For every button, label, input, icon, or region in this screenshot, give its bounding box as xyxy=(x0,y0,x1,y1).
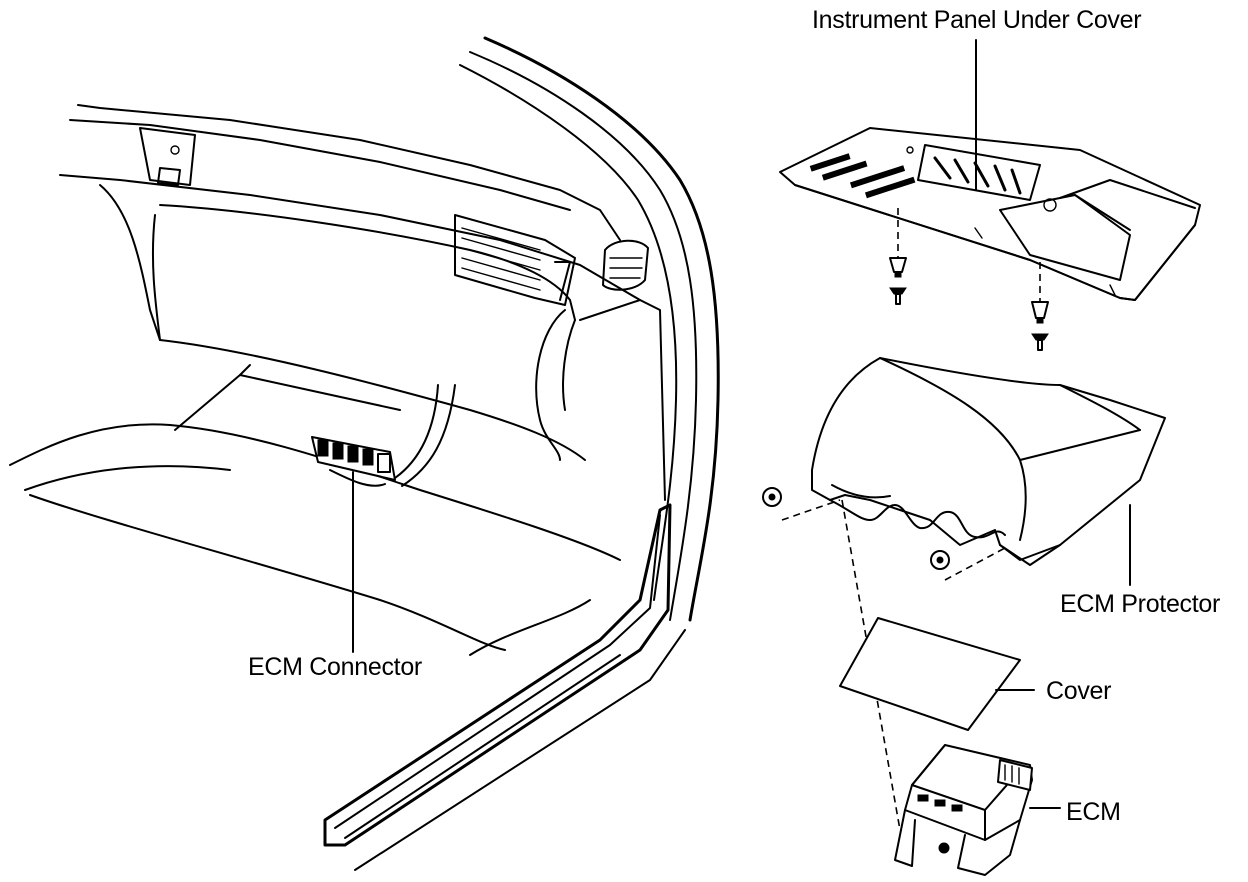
label-ecm-connector: ECM Connector xyxy=(248,653,422,681)
label-ecm-protector: ECM Protector xyxy=(1060,590,1221,618)
nuts-and-dashed-lines xyxy=(762,487,1006,831)
ecm-graphic xyxy=(894,744,1061,876)
ecm-connector-graphic xyxy=(311,384,456,487)
clips-and-screws xyxy=(889,208,1049,351)
label-cover: Cover xyxy=(1046,677,1112,705)
instrument-panel-under-cover-graphic xyxy=(779,39,1201,301)
label-instrument-panel-under-cover: Instrument Panel Under Cover xyxy=(812,6,1142,34)
cover-graphic xyxy=(839,617,1035,731)
ecm-protector-graphic xyxy=(811,357,1166,586)
vehicle-interior-illustration xyxy=(9,36,720,871)
label-ecm: ECM xyxy=(1066,798,1121,826)
